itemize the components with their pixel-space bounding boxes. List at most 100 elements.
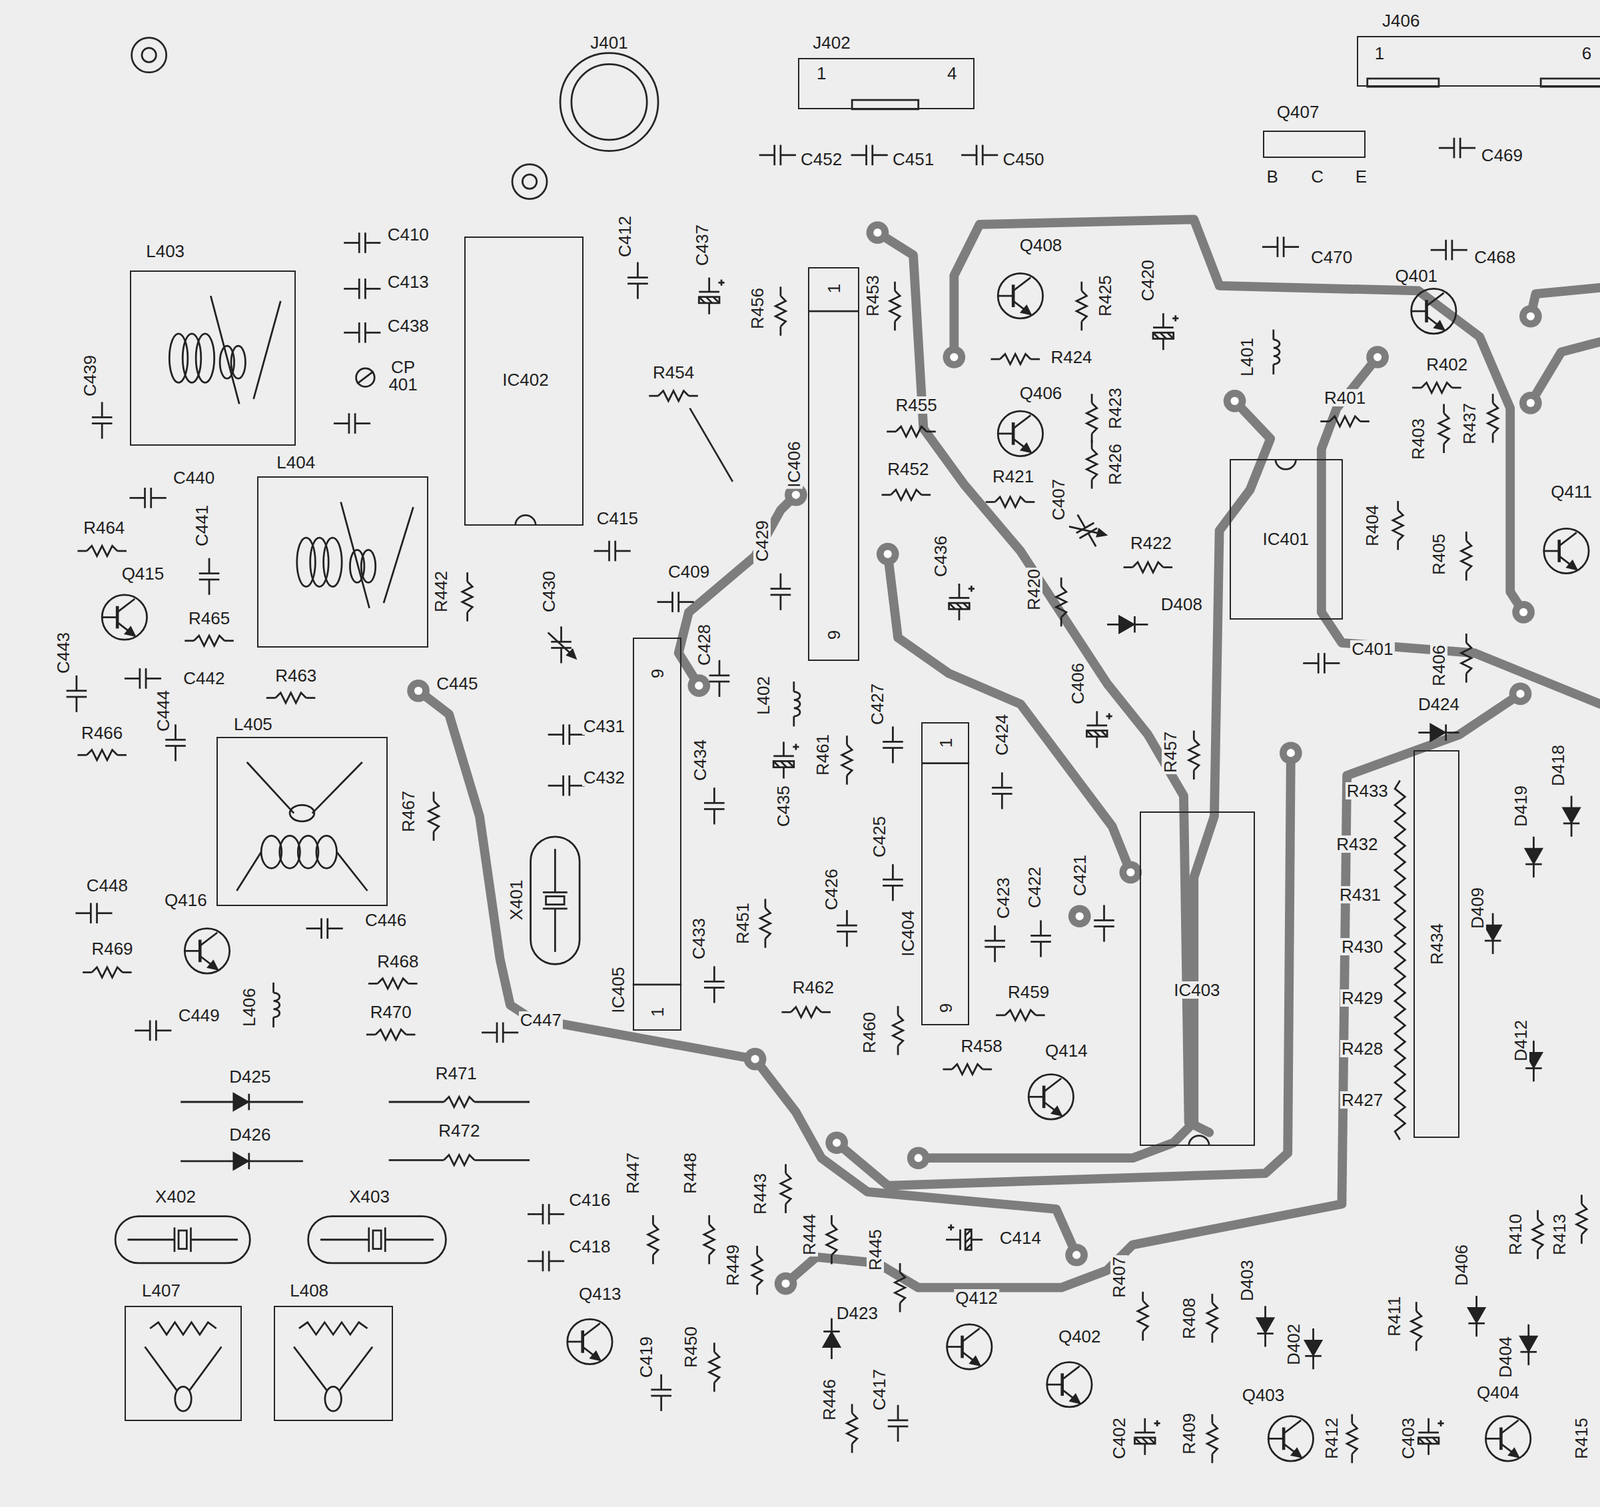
- capacitor-plate: [348, 412, 351, 434]
- transistor-emitter: [1062, 1389, 1080, 1403]
- copper-trace: [786, 693, 1521, 1287]
- part-label: R448: [681, 1151, 699, 1196]
- lead-wire: [306, 696, 316, 699]
- crystal-plate: [542, 891, 568, 894]
- lead-wire: [1193, 770, 1196, 780]
- resistor-symbol: [1438, 403, 1449, 453]
- resistor-zigzag: [752, 1254, 763, 1286]
- part-label: R455: [894, 396, 939, 414]
- transistor-emitter: [1426, 316, 1445, 330]
- lead-wire: [1438, 147, 1455, 150]
- capacitor-plate: [143, 487, 146, 509]
- capacitor-plate: [650, 1388, 672, 1391]
- diode-triangle: [233, 1153, 248, 1170]
- capacitor-symbol: [91, 401, 113, 439]
- part-label: C445: [434, 674, 479, 693]
- capacitor-plate: [704, 980, 725, 983]
- capacitor-plate: [1323, 652, 1326, 674]
- transistor-base: [960, 1335, 964, 1359]
- lead-wire: [548, 733, 564, 736]
- coil-lead: [236, 851, 368, 891]
- resistor-zigzag: [709, 1351, 720, 1383]
- part-name: IC405: [609, 965, 627, 1014]
- part-label: C450: [1001, 150, 1046, 168]
- solder-pad: [406, 679, 430, 703]
- part-label: C422: [1025, 865, 1044, 910]
- lead-wire: [897, 1005, 900, 1016]
- capacitor-symbol: [650, 1374, 672, 1411]
- part-name: 1: [825, 282, 843, 295]
- coil-symbol: [293, 1322, 373, 1411]
- resistor-zigzag: [462, 581, 473, 613]
- part-label: C442: [181, 669, 226, 687]
- part-label: C436: [931, 534, 950, 579]
- part-label: C434: [691, 738, 709, 783]
- resistor-zigzag: [1086, 448, 1097, 480]
- lead-wire: [1465, 633, 1468, 643]
- lead-wire: [343, 241, 360, 244]
- capacitor-symbol: [770, 573, 792, 611]
- coil-turn: [231, 345, 246, 379]
- lead-wire: [365, 331, 381, 334]
- solder-pad: [1512, 600, 1535, 624]
- lead-wire: [886, 430, 896, 433]
- capacitor-plate: [1134, 1437, 1156, 1444]
- capacitor-plate: [836, 924, 858, 927]
- lead-wire: [327, 927, 344, 930]
- lead-wire: [554, 848, 557, 892]
- capacitor-symbol: [961, 144, 998, 166]
- coil-turn: [289, 804, 315, 822]
- coil-turn: [261, 835, 282, 868]
- lead-wire: [713, 1342, 716, 1352]
- capacitor-plate: [1317, 652, 1320, 674]
- resistor-symbol: [990, 353, 1040, 364]
- trimmer-body: [356, 368, 376, 388]
- lead-wire: [792, 681, 795, 692]
- capacitor-symbol: [882, 863, 904, 901]
- variable-capacitor-symbol: [548, 626, 576, 663]
- capacitor-plate: [704, 801, 725, 804]
- part-name: L408: [288, 1281, 330, 1299]
- transistor-collector: [1559, 532, 1577, 546]
- pad-hole: [1516, 689, 1525, 698]
- part-label: Q406: [1018, 384, 1064, 402]
- crystal-plate: [542, 907, 568, 910]
- transistor-symbol: [184, 928, 230, 974]
- part-name: 1: [648, 1005, 667, 1018]
- transistor-body: [184, 928, 230, 974]
- resistor-symbol: [1206, 1293, 1217, 1343]
- lead-wire: [1452, 249, 1468, 252]
- part-label: R433: [1345, 782, 1390, 800]
- lead-wire: [594, 550, 610, 553]
- part-label: R411: [1385, 1294, 1403, 1337]
- pad-hole: [1526, 399, 1535, 407]
- lead-wire: [127, 1238, 174, 1241]
- pad-hole: [914, 1153, 923, 1162]
- transistor-symbol: [567, 1318, 613, 1364]
- capacitor-plate: [773, 144, 776, 166]
- copper-trace: [836, 752, 1291, 1186]
- part-label: R425: [1096, 273, 1114, 318]
- capacitor-symbol: [1262, 236, 1299, 258]
- part-label: C427: [868, 682, 886, 727]
- lead-wire: [947, 1345, 963, 1348]
- lead-wire: [1427, 1443, 1430, 1455]
- part-label: R464: [81, 518, 126, 537]
- diode-bar: [1468, 1322, 1485, 1325]
- resistor-symbol: [760, 898, 771, 948]
- part-name: 1: [937, 736, 955, 749]
- capacitor-plate: [1418, 1437, 1439, 1444]
- capacitor-plate: [1282, 236, 1285, 258]
- part-label: C437: [693, 222, 711, 267]
- resistor-symbol: [1412, 382, 1462, 393]
- coil-can: L404: [257, 476, 429, 648]
- diode-bar: [1133, 616, 1136, 633]
- capacitor-plate: [677, 591, 680, 613]
- crystal-symbol: [115, 1216, 250, 1263]
- part-label: X402: [153, 1187, 198, 1205]
- lead-wire: [1465, 531, 1468, 541]
- lead-wire: [636, 283, 639, 300]
- capacitor-plate: [1134, 1431, 1156, 1434]
- transistor-body: [1047, 1362, 1092, 1407]
- solder-pad: [1519, 391, 1543, 415]
